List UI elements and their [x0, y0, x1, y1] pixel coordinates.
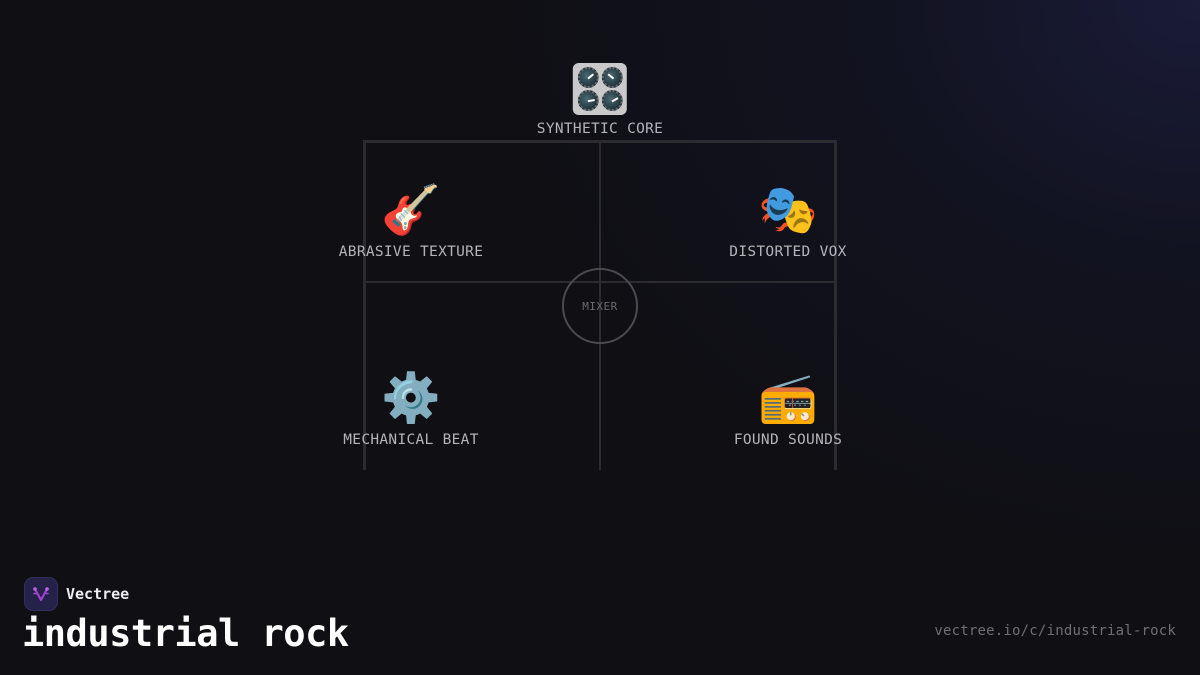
node-label: MECHANICAL BEAT [343, 432, 479, 448]
brand[interactable]: Vectree [24, 577, 129, 611]
brand-name: Vectree [66, 585, 130, 603]
node-label: FOUND SOUNDS [733, 432, 843, 448]
page-title: industrial rock [22, 612, 349, 655]
mixer-hub[interactable]: MIXER [562, 268, 638, 344]
control-knobs-icon [572, 60, 627, 116]
frame-line-top [363, 140, 837, 143]
mixer-label: MIXER [582, 299, 618, 313]
theater-masks-icon: 🎭 [758, 182, 818, 238]
vectree-logo-icon [24, 577, 58, 611]
gear-icon: ⚙️ [381, 370, 441, 426]
node-label: SYNTHETIC CORE [536, 121, 664, 137]
page-url[interactable]: vectree.io/c/industrial-rock [934, 623, 1176, 639]
node-label: ABRASIVE TEXTURE [338, 244, 484, 260]
frame-line-left [363, 140, 366, 470]
guitar-icon: 🎸 [381, 182, 441, 238]
frame-line-right [834, 140, 837, 470]
node-label: DISTORTED VOX [729, 244, 847, 260]
node-distorted-vox[interactable]: 🎭 DISTORTED VOX [729, 182, 846, 260]
radio-icon: 📻 [758, 370, 818, 426]
node-abrasive-texture[interactable]: 🎸 ABRASIVE TEXTURE [339, 182, 483, 260]
node-mechanical-beat[interactable]: ⚙️ MECHANICAL BEAT [343, 370, 478, 448]
node-found-sounds[interactable]: 📻 FOUND SOUNDS [734, 370, 842, 448]
node-synthetic-core[interactable]: SYNTHETIC CORE [537, 60, 663, 137]
